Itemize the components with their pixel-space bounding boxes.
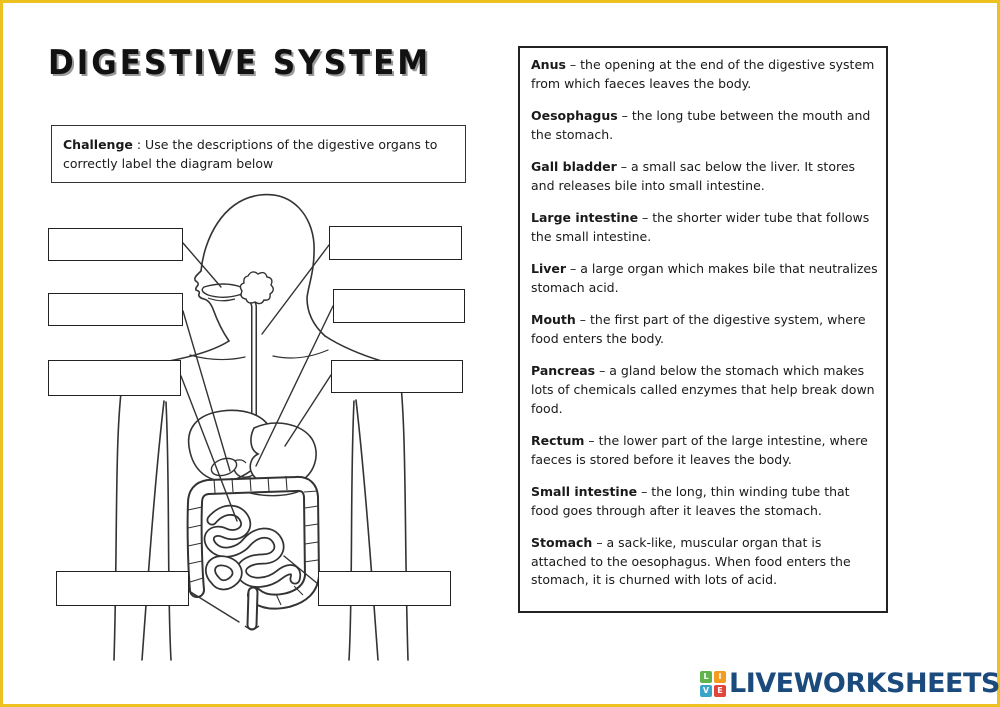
face-profile (194, 270, 230, 342)
organ-description-stomach: Stomach – a sack-like, muscular organ th… (531, 534, 878, 590)
organ-desc: – the shorter wider tube that follows th… (531, 210, 870, 244)
collarbone-lines (189, 349, 329, 361)
organ-desc: – a sack-like, muscular organ that is at… (531, 534, 851, 588)
organ-term: Gall bladder (531, 159, 617, 174)
haustra-marks (187, 475, 319, 606)
organ-term: Large intestine (531, 210, 639, 225)
organ-desc: – a small sac below the liver. It stores… (531, 159, 856, 193)
leader-line-rectum (188, 590, 240, 623)
brand-text: LIVEWORKSHEETS (729, 668, 1000, 699)
answer-box-3[interactable] (48, 360, 181, 396)
organ-term: Pancreas (531, 363, 596, 378)
challenge-text: : Use the descriptions of the digestive … (63, 137, 438, 172)
leader-line-mouth (182, 242, 222, 288)
organ-desc: – the first part of the digestive system… (531, 312, 866, 346)
organ-desc: – the lower part of the large intestine,… (531, 432, 868, 467)
left-torso-side (165, 401, 172, 661)
organ-desc: – the long tube between the mouth and th… (531, 108, 871, 142)
answer-box-8[interactable] (318, 571, 451, 606)
organ-term: Liver (531, 261, 567, 276)
organ-description-oesophagus: Oesophagus – the long tube between the m… (531, 107, 878, 145)
organ-description-gall-bladder: Gall bladder – a small sac below the liv… (531, 158, 878, 196)
organ-description-large-intestine: Large intestine – the shorter wider tube… (531, 209, 878, 247)
challenge-label: Challenge (63, 137, 133, 152)
answer-box-5[interactable] (329, 226, 462, 260)
answer-box-7[interactable] (331, 360, 463, 393)
leader-line-stomach (284, 374, 332, 447)
oesophagus (236, 289, 257, 431)
right-arm-inner (355, 399, 379, 661)
duodenum (233, 468, 254, 478)
organ-description-anus: Anus – the opening at the end of the dig… (531, 56, 878, 94)
organ-term: Small intestine (531, 483, 638, 499)
leader-line-small-intestine (180, 375, 238, 522)
left-arm-inner (141, 400, 165, 661)
organ-description-small-intestine: Small intestine – the long, thin winding… (531, 483, 878, 521)
liveworksheets-logo-icon: L I V E (700, 670, 726, 697)
organ-description-liver: Liver – a large organ which makes bile t… (531, 260, 878, 298)
right-arm-outer (398, 365, 409, 661)
leader-line-liver (255, 305, 334, 467)
organ-term: Rectum (531, 432, 585, 448)
logo-square-v: V (700, 684, 712, 697)
page-title: DIGESTIVE SYSTEM (48, 43, 432, 83)
left-arm-outer (113, 369, 125, 661)
answer-box-2[interactable] (48, 293, 183, 326)
right-torso-side (348, 400, 355, 661)
logo-square-e: E (714, 684, 726, 697)
answer-box-4[interactable] (56, 571, 189, 606)
small-intestine (203, 504, 302, 591)
organ-desc: – a gland below the stomach which makes … (531, 363, 875, 416)
challenge-box: Challenge : Use the descriptions of the … (51, 125, 466, 183)
liveworksheets-logo: L I V E LIVEWORKSHEETS (700, 668, 1000, 699)
answer-box-6[interactable] (333, 289, 465, 323)
tongue (201, 283, 246, 298)
rectum (244, 586, 260, 631)
organ-term: Oesophagus (531, 108, 618, 123)
salivary-gland (239, 271, 274, 305)
head-outline (200, 193, 326, 337)
organ-term: Mouth (531, 312, 576, 327)
organ-term: Anus (531, 57, 566, 72)
leader-lines (180, 242, 334, 623)
logo-square-l: L (700, 670, 712, 683)
leader-line-gall-bladder (182, 310, 231, 472)
leader-line-intestine-bottom (283, 555, 319, 585)
logo-square-i: I (714, 670, 726, 683)
organ-desc: – the long, thin winding tube that food … (531, 483, 850, 518)
organ-term: Stomach (531, 534, 593, 550)
large-intestine (186, 475, 320, 610)
mouth-floor-line (207, 297, 236, 302)
definitions-panel: Anus – the opening at the end of the dig… (518, 46, 888, 613)
answer-box-1[interactable] (48, 228, 183, 261)
leader-line-oesophagus (261, 244, 330, 335)
organ-desc: – the opening at the end of the digestiv… (531, 57, 875, 91)
organ-desc: – a large organ which makes bile that ne… (531, 261, 878, 295)
organ-description-mouth: Mouth – the first part of the digestive … (531, 311, 878, 349)
organ-description-pancreas: Pancreas – a gland below the stomach whi… (531, 362, 878, 418)
organ-description-rectum: Rectum – the lower part of the large int… (531, 432, 878, 470)
